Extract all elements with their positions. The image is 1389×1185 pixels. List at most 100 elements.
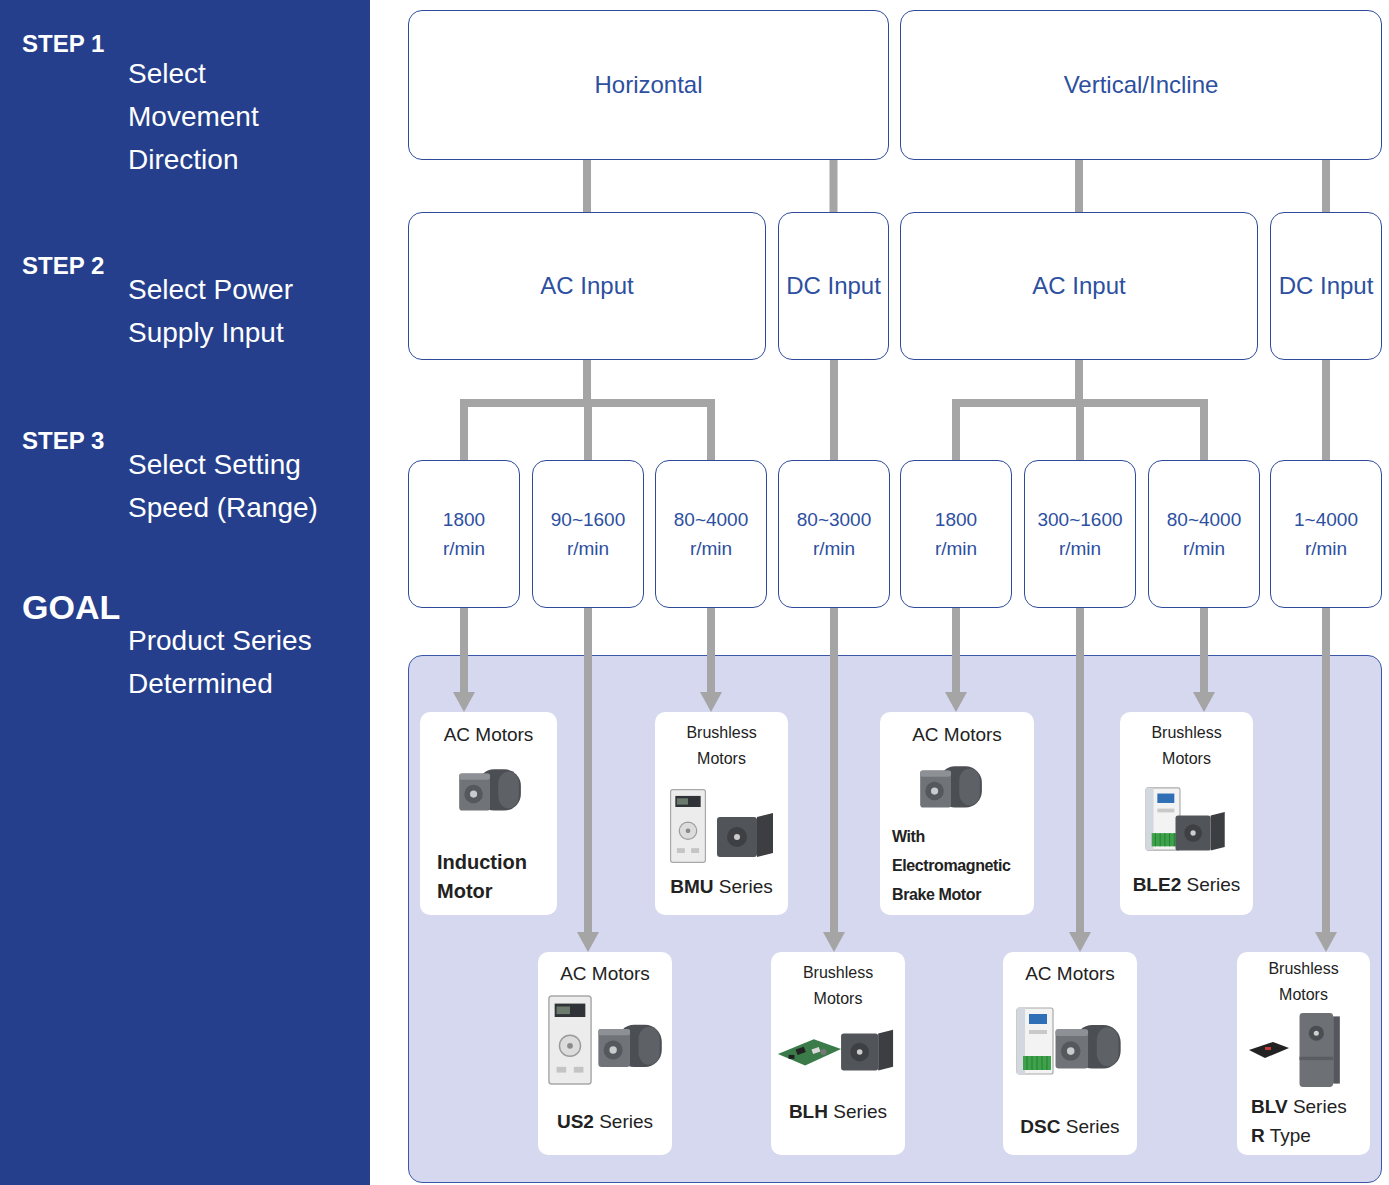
arrow-head bbox=[700, 692, 722, 712]
product-card: AC MotorsInduction Motor bbox=[420, 712, 557, 915]
connector-line bbox=[1075, 160, 1083, 212]
connector bbox=[1079, 360, 1204, 460]
connector bbox=[833, 160, 834, 212]
connector-line bbox=[1322, 160, 1330, 212]
product-type: AC Motors bbox=[538, 962, 672, 986]
step-text: Select Power Supply Input bbox=[128, 268, 343, 354]
series-code: BLE2 bbox=[1133, 874, 1182, 895]
connector-line bbox=[1200, 608, 1208, 693]
series-code: R bbox=[1251, 1125, 1265, 1146]
connector bbox=[587, 160, 588, 212]
product-type: Brushless Motors bbox=[1136, 720, 1237, 772]
arrow-head bbox=[823, 932, 845, 952]
motor-illustration bbox=[592, 1012, 666, 1086]
motor-illustration bbox=[1291, 1008, 1345, 1092]
motor-illustration bbox=[835, 1026, 901, 1078]
power-box: AC Input bbox=[408, 212, 766, 360]
step-label: STEP 2 bbox=[22, 252, 104, 280]
speed-box: 1800 r/min bbox=[408, 460, 520, 608]
arrow-head bbox=[453, 692, 475, 712]
direction-box: Vertical/Incline bbox=[900, 10, 1382, 160]
step-label: STEP 1 bbox=[22, 30, 104, 58]
power-box: DC Input bbox=[778, 212, 889, 360]
speed-box: 80~4000 r/min bbox=[1148, 460, 1260, 608]
series-code: DSC bbox=[1020, 1116, 1060, 1137]
motor-illustration bbox=[1247, 1038, 1291, 1062]
speed-box: 90~1600 r/min bbox=[532, 460, 644, 608]
connector-line bbox=[956, 360, 1079, 460]
step-text: Select Movement Direction bbox=[128, 52, 343, 181]
connector-line bbox=[830, 160, 838, 212]
connector bbox=[823, 608, 845, 952]
connector bbox=[587, 360, 711, 460]
connector bbox=[1326, 360, 1327, 460]
step-panel: STEP 1 Select Movement DirectionSTEP 2 Sel… bbox=[0, 0, 370, 1185]
motor-illustration bbox=[914, 754, 986, 826]
product-name: DSC Series bbox=[1003, 1115, 1137, 1139]
product-card: AC MotorsDSC Series bbox=[1003, 952, 1137, 1155]
motor-illustration bbox=[665, 788, 711, 864]
arrow-head bbox=[577, 932, 599, 952]
connector-line bbox=[587, 360, 711, 460]
connector-line bbox=[1322, 608, 1330, 933]
arrow-head bbox=[1315, 932, 1337, 952]
speed-text: 1800 r/min bbox=[420, 505, 508, 564]
motor-illustration bbox=[775, 1032, 843, 1072]
product-card: AC MotorsWith Electromagnetic Brake Moto… bbox=[880, 712, 1034, 915]
step-text: Product Series Determined bbox=[128, 619, 343, 705]
connector-line bbox=[952, 608, 960, 693]
product-name: US2 Series bbox=[538, 1110, 672, 1134]
connector bbox=[1326, 160, 1327, 212]
step-label: STEP 3 bbox=[22, 427, 104, 455]
speed-text: 300~1600 r/min bbox=[1036, 505, 1124, 564]
product-card: Brushless MotorsBLV Series R Type bbox=[1237, 952, 1370, 1155]
connector bbox=[834, 360, 835, 460]
speed-text: 1~4000 r/min bbox=[1282, 505, 1370, 564]
series-code: US2 bbox=[557, 1111, 594, 1132]
series-code: BLV bbox=[1251, 1096, 1288, 1117]
product-name: With Electromagnetic Brake Motor bbox=[892, 822, 1032, 909]
connector bbox=[945, 608, 967, 712]
connector bbox=[700, 608, 722, 712]
connector bbox=[956, 360, 1079, 460]
motor-illustration bbox=[1015, 998, 1055, 1084]
connector-line bbox=[707, 608, 715, 693]
power-text: AC Input bbox=[540, 270, 633, 301]
product-name: BMU Series bbox=[655, 875, 788, 899]
speed-text: 1800 r/min bbox=[912, 505, 1000, 564]
product-name: BLE2 Series bbox=[1120, 873, 1253, 897]
step-label: GOAL bbox=[22, 588, 120, 627]
product-type: Brushless Motors bbox=[671, 720, 772, 772]
power-box: DC Input bbox=[1270, 212, 1382, 360]
power-text: DC Input bbox=[786, 270, 881, 301]
product-card: Brushless MotorsBLH Series bbox=[771, 952, 905, 1155]
speed-box: 80~4000 r/min bbox=[655, 460, 767, 608]
product-card: Brushless MotorsBLE2 Series bbox=[1120, 712, 1253, 915]
speed-text: 80~3000 r/min bbox=[790, 505, 878, 564]
connector-line bbox=[1076, 608, 1084, 933]
connector-line bbox=[460, 608, 468, 693]
speed-text: 80~4000 r/min bbox=[667, 505, 755, 564]
connector-line bbox=[584, 608, 592, 933]
connector-line bbox=[583, 160, 591, 212]
connector-line bbox=[830, 608, 838, 933]
product-type: AC Motors bbox=[880, 723, 1034, 747]
connector bbox=[577, 608, 599, 952]
speed-box: 1~4000 r/min bbox=[1270, 460, 1382, 608]
connector-line bbox=[1322, 360, 1330, 460]
series-code: BLH bbox=[789, 1101, 828, 1122]
direction-box: Horizontal bbox=[408, 10, 889, 160]
connector-line bbox=[830, 360, 838, 460]
connector bbox=[1193, 608, 1215, 712]
power-box: AC Input bbox=[900, 212, 1258, 360]
product-card: AC MotorsUS2 Series bbox=[538, 952, 672, 1155]
arrow-head bbox=[1193, 692, 1215, 712]
product-name: BLV Series R Type bbox=[1251, 1092, 1361, 1150]
speed-box: 80~3000 r/min bbox=[778, 460, 890, 608]
motor-illustration bbox=[1172, 808, 1230, 858]
product-type: Brushless Motors bbox=[1253, 956, 1354, 1008]
power-text: AC Input bbox=[1032, 270, 1125, 301]
product-name: Induction Motor bbox=[437, 848, 552, 906]
product-card: Brushless MotorsBMU Series bbox=[655, 712, 788, 915]
power-text: DC Input bbox=[1279, 270, 1374, 301]
